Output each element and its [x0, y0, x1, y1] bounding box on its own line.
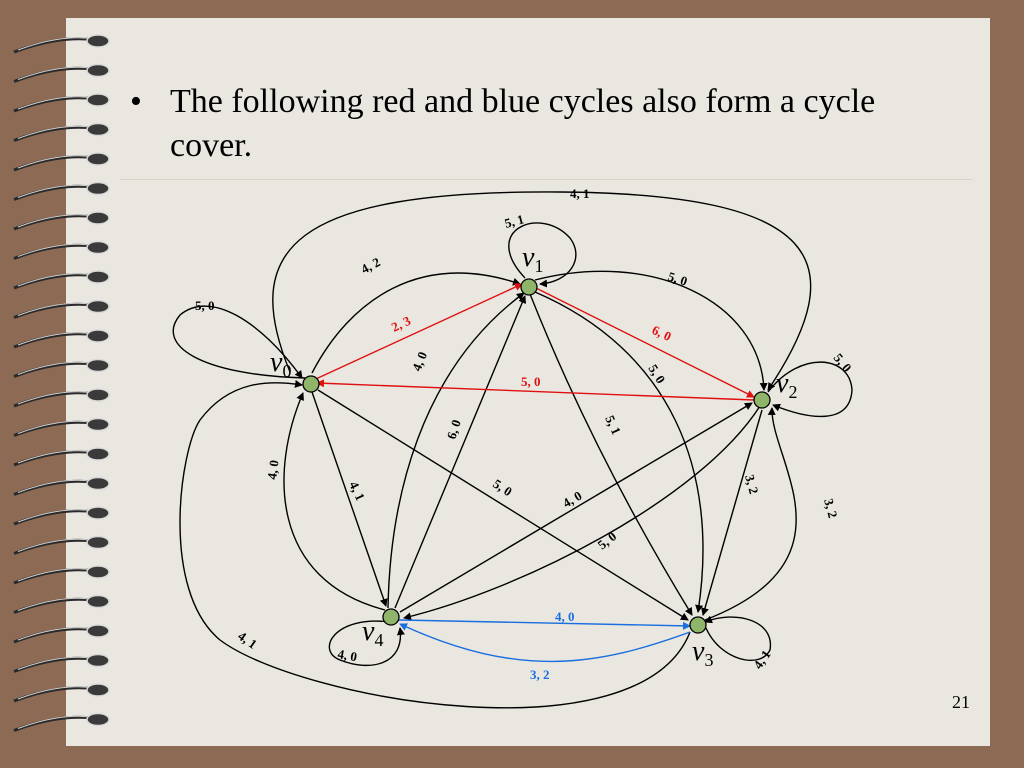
- node-label-v4: v4: [362, 616, 383, 650]
- edge-v2-v3-a: [701, 409, 763, 616]
- label-v0-v4-curve: 4, 0: [264, 459, 282, 480]
- edge-loop-v2: [767, 361, 853, 418]
- spiral-hole: [86, 270, 110, 284]
- edge-v4-v1-b: [394, 295, 526, 609]
- node-label-v2: v2: [776, 368, 797, 402]
- label-v1-v3-a: 5, 0: [645, 362, 668, 386]
- red-edge-v2-v0: [316, 379, 755, 401]
- page-number: 21: [952, 692, 970, 712]
- divider-line: [120, 179, 972, 180]
- spiral-hole: [86, 181, 110, 196]
- label-v2-v3-a: 3, 2: [742, 473, 762, 496]
- spiral-hole: [86, 122, 110, 137]
- edge-top-arc: [272, 191, 812, 391]
- label-red-v2-v0: 5, 0: [521, 374, 541, 389]
- edge-v4-v2-a: [399, 402, 753, 613]
- label-v2-v3-b: 3, 2: [821, 497, 841, 520]
- spiral-hole: [86, 152, 110, 166]
- label-blue-v4-v3: 4, 0: [555, 609, 575, 624]
- label-v0-v4: 4, 1: [346, 479, 368, 503]
- blue-edge-v4-v3: [392, 615, 691, 630]
- label-v4-v2-a: 4, 0: [560, 488, 584, 511]
- node-label-v3: v3: [692, 636, 713, 670]
- label-big-arc: 4, 1: [235, 628, 260, 651]
- edge-v2-v4-b: [403, 405, 761, 621]
- label-v4-v2-b: 5, 0: [595, 529, 620, 553]
- spiral-hole: [86, 93, 110, 107]
- bullet-marker: •: [130, 83, 142, 120]
- label-blue-v3-v4: 3, 2: [530, 667, 550, 682]
- spiral-hole: [86, 417, 110, 432]
- spiral-hole: [86, 683, 110, 697]
- spiral-hole: [86, 34, 110, 48]
- red-edge-v0-v1: [309, 283, 523, 385]
- label-red-v0-v1: 2, 3: [389, 313, 413, 335]
- spiral-hole: [86, 299, 110, 314]
- label-v0-v3: 5, 0: [490, 476, 515, 499]
- label-v4-v1-a: 4, 0: [409, 349, 430, 373]
- edge-loop-v4: [328, 620, 405, 667]
- node-label-v0: v0: [270, 347, 291, 381]
- spiral-hole: [86, 535, 110, 550]
- label-loop-v2: 5, 0: [831, 350, 855, 375]
- node-v0: [302, 375, 320, 393]
- edge-v0-v4-curve: [283, 392, 386, 611]
- spiral-hole: [86, 653, 110, 668]
- node-v1: [520, 278, 538, 296]
- spiral-hole: [86, 565, 110, 579]
- edge-v3-v2-b: [704, 407, 797, 621]
- spiral-binding: [13, 34, 110, 732]
- label-v4-v1-b: 6, 0: [444, 418, 464, 441]
- label-loop-v1: 5, 1: [503, 211, 526, 231]
- node-label-v1: v1: [522, 242, 543, 276]
- spiral-hole: [86, 240, 110, 255]
- spiral-hole: [86, 447, 110, 461]
- spiral-hole: [86, 63, 110, 78]
- node-v2: [753, 391, 771, 409]
- spiral-hole: [86, 712, 110, 727]
- label-v1-v2-upper: 5, 0: [666, 269, 689, 289]
- edge-big-arc-v3-v0: [179, 379, 691, 709]
- spiral-hole: [86, 358, 110, 373]
- spiral-hole: [86, 211, 110, 225]
- spiral-hole: [86, 476, 110, 491]
- node-v3: [689, 616, 707, 634]
- spiral-hole: [86, 594, 110, 609]
- edge-v0-v3: [317, 389, 689, 621]
- spiral-hole: [86, 329, 110, 343]
- label-red-v1-v2: 6, 0: [650, 322, 674, 344]
- red-edge-v1-v2: [527, 281, 755, 398]
- spiral-hole: [86, 624, 110, 638]
- label-v0-v1-upper: 4, 2: [358, 254, 382, 276]
- node-v4: [382, 608, 400, 626]
- edge-v0-v4: [311, 391, 388, 607]
- bullet-text: The following red and blue cycles also f…: [170, 83, 876, 164]
- spiral-hole: [86, 506, 110, 520]
- label-v1-v3-b: 5, 1: [602, 413, 624, 437]
- edge-loop-v0: [172, 305, 306, 379]
- edge-loop-v3: [704, 615, 771, 661]
- edge-v4-v1-a: [387, 292, 525, 609]
- label-top-arc: 4, 1: [570, 186, 590, 201]
- label-loop-v0: 5, 0: [195, 298, 215, 313]
- spiral-hole: [86, 388, 110, 402]
- blue-edge-v3-v4: [399, 623, 691, 663]
- edge-v1-v3-a: [534, 291, 704, 613]
- label-loop-v4: 4, 0: [336, 646, 358, 664]
